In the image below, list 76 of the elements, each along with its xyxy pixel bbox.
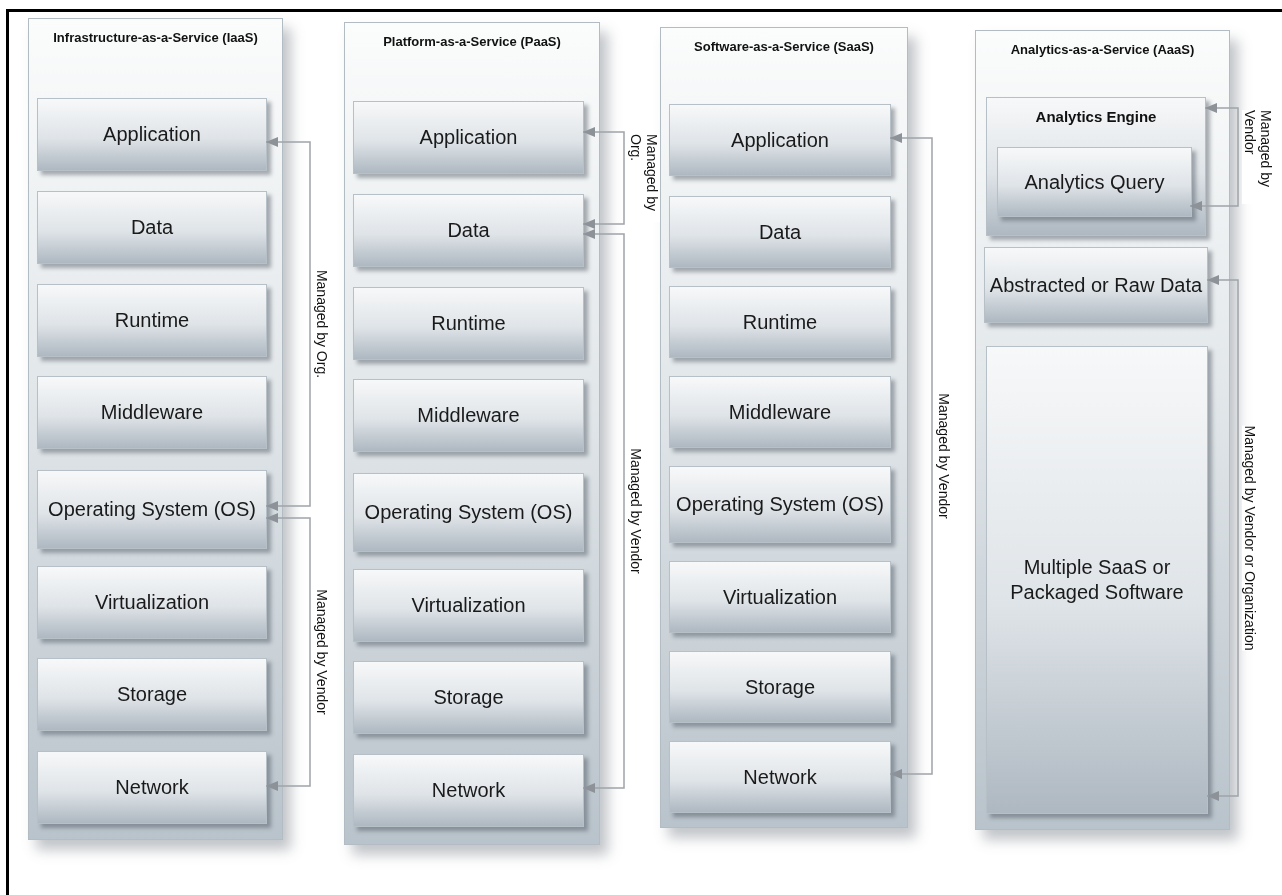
layer-box — [37, 284, 267, 357]
bracket-arrow — [1189, 103, 1239, 211]
layer-box — [353, 754, 584, 827]
layer-label: Application — [102, 122, 202, 147]
layer-box — [669, 466, 891, 543]
layer-label: Runtime — [430, 311, 507, 336]
layer-box — [37, 191, 267, 264]
bracket-arrow — [582, 127, 625, 229]
layer-box — [669, 286, 891, 358]
layer-label: Network — [430, 778, 507, 803]
layer-label: Data — [446, 218, 491, 243]
edge-label: Managed by Org. — [314, 269, 330, 379]
service-column — [28, 18, 283, 840]
layer-box — [353, 473, 584, 552]
layer-box — [669, 376, 891, 448]
layer-box — [37, 98, 267, 171]
bracket-arrow — [889, 133, 933, 779]
layer-label: Operating System (OS) — [675, 492, 885, 517]
layer-label: Middleware — [416, 403, 521, 428]
layer-box — [669, 741, 891, 813]
layer-label: Application — [418, 125, 519, 150]
layer-box — [984, 247, 1208, 323]
layer-box — [997, 147, 1192, 217]
service-column — [975, 30, 1230, 830]
layer-box — [669, 651, 891, 723]
edge-label: Managed by Vendor — [314, 589, 330, 715]
layer-label: Virtualization — [721, 584, 839, 610]
layer-label: Middleware — [99, 400, 205, 425]
layer-box — [37, 566, 267, 639]
layer-box — [353, 101, 584, 174]
layer-label: Analytics Query — [1023, 169, 1166, 195]
service-column — [344, 22, 600, 845]
column-title: Infrastructure-as-a-Service (IaaS) — [52, 29, 259, 47]
layer-label: Virtualization — [410, 593, 527, 618]
bracket-arrow — [582, 229, 625, 793]
layer-box — [37, 658, 267, 731]
layer-label: Storage — [743, 674, 817, 700]
layer-box — [353, 379, 584, 452]
bracket-arrow — [265, 513, 311, 791]
edge-label: Managed by Vendor — [936, 393, 952, 519]
layer-label: Operating System (OS) — [47, 497, 257, 522]
layer-box — [669, 561, 891, 633]
box-title: Analytics Engine — [1034, 107, 1158, 127]
layer-label: Abstracted or Raw Data — [988, 272, 1204, 298]
layer-label: Virtualization — [93, 590, 211, 615]
layer-box — [37, 376, 267, 449]
layer-box — [669, 196, 891, 268]
layer-box — [353, 661, 584, 734]
layer-box — [37, 751, 267, 824]
layer-label: Network — [742, 764, 818, 790]
layer-box — [986, 346, 1208, 814]
layer-label: Middleware — [727, 399, 833, 425]
column-title: Analytics-as-a-Service (AaaS) — [1009, 41, 1196, 59]
layer-label: Runtime — [741, 309, 819, 335]
layer-label: Storage — [432, 685, 505, 710]
layer-label: Operating System (OS) — [363, 500, 574, 525]
column-title: Platform-as-a-Service (PaaS) — [382, 33, 562, 51]
layer-box — [353, 194, 584, 267]
layer-box — [353, 569, 584, 642]
layer-label: Multiple SaaS or Packaged Software — [1009, 555, 1185, 605]
edge-label: Managed by Vendor — [628, 448, 644, 574]
layer-box — [353, 287, 584, 360]
bracket-arrow — [1206, 275, 1239, 801]
layer-label: Storage — [115, 682, 189, 707]
layer-box — [669, 104, 891, 176]
engine-box — [986, 97, 1206, 236]
layer-label: Network — [114, 775, 190, 800]
layer-label: Application — [730, 127, 830, 153]
edge-label: Managed by Vendor or Organization — [1242, 425, 1258, 651]
service-column — [660, 27, 908, 828]
layer-box — [37, 470, 267, 549]
layer-label: Data — [757, 219, 803, 245]
layer-label: Data — [129, 215, 175, 240]
bracket-arrow — [265, 137, 311, 511]
layer-label: Runtime — [113, 308, 191, 333]
column-title: Software-as-a-Service (SaaS) — [693, 38, 875, 56]
